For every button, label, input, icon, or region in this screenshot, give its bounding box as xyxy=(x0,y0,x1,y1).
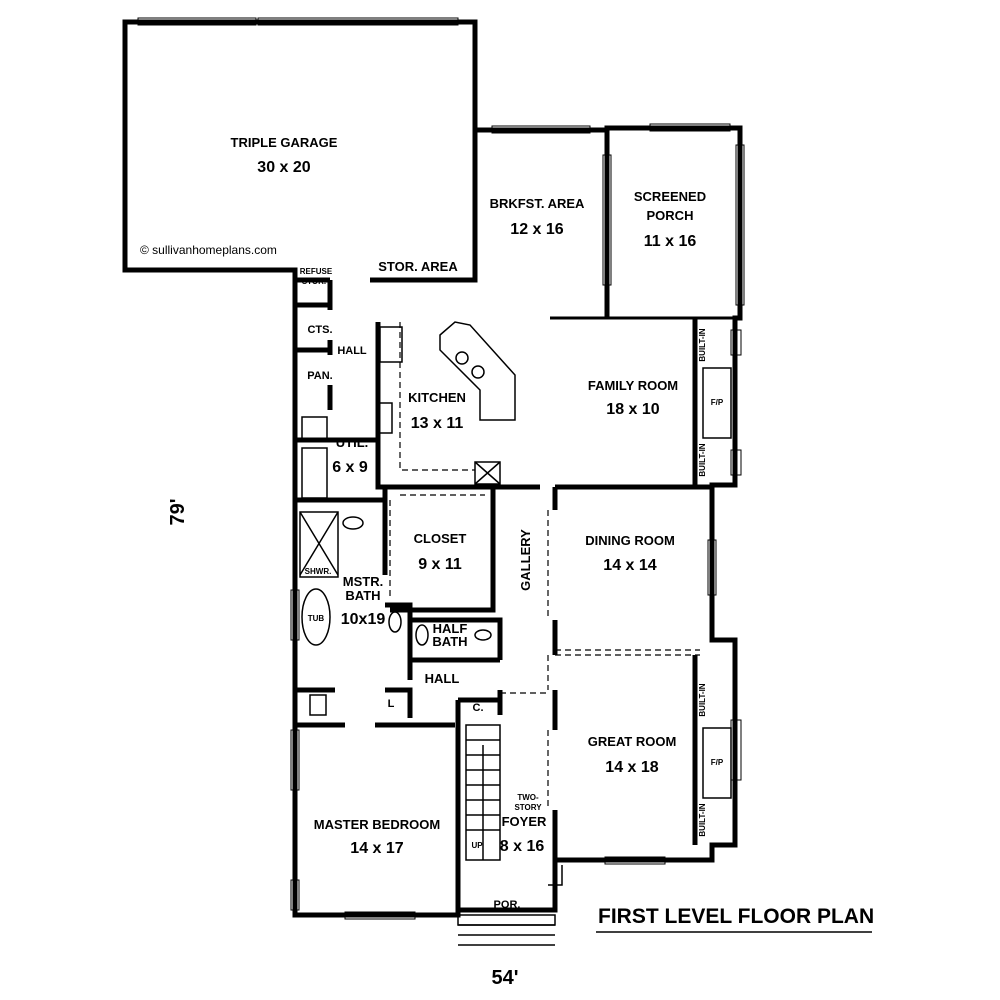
breakfast-label: BRKFST. AREA xyxy=(490,196,585,211)
closet-size: 9 x 11 xyxy=(418,556,462,573)
family-label: FAMILY ROOM xyxy=(588,378,678,393)
foyer-label-2: STORY xyxy=(514,803,542,812)
coat-label: C. xyxy=(473,702,484,714)
builtin-label: BUILT-IN xyxy=(698,803,707,836)
width-dimension: 54' xyxy=(491,967,518,989)
util-size: 6 x 9 xyxy=(332,459,368,476)
builtin-label: BUILT-IN xyxy=(698,443,707,476)
dining-label: DINING ROOM xyxy=(585,533,675,548)
hall-label: HALL xyxy=(337,345,367,357)
foyer-label-1: TWO- xyxy=(517,793,539,802)
breakfast-size: 12 x 16 xyxy=(510,221,563,238)
garage-label: TRIPLE GARAGE xyxy=(231,135,338,150)
stairs-up-label: UP xyxy=(471,841,483,850)
master-bedroom-size: 14 x 17 xyxy=(350,840,403,857)
bath-label: MSTR. xyxy=(343,574,383,589)
fireplace-label: F/P xyxy=(711,398,724,407)
storage-label: STOR. AREA xyxy=(378,259,458,274)
refuse-label: REFUSE xyxy=(300,267,333,276)
halfbath-label-2: BATH xyxy=(432,634,467,649)
interior-walls xyxy=(295,130,740,910)
fireplace-2-label: F/P xyxy=(711,758,724,767)
cts-label: CTS. xyxy=(307,324,332,336)
linen-label: L xyxy=(388,698,395,710)
kitchen-size: 13 x 11 xyxy=(411,415,464,432)
bath-size: 10x19 xyxy=(341,611,386,628)
porch-label-2: PORCH xyxy=(647,208,694,223)
util-label: UTIL. xyxy=(336,435,369,450)
great-room-size: 14 x 18 xyxy=(605,759,658,776)
master-bedroom-label: MASTER BEDROOM xyxy=(314,817,440,832)
foyer-size: 8 x 16 xyxy=(500,838,545,855)
depth-dimension: 79' xyxy=(167,498,189,525)
great-room-label: GREAT ROOM xyxy=(588,734,677,749)
garage-size: 30 x 20 xyxy=(257,159,310,176)
bath-label-2: BATH xyxy=(345,588,380,603)
dashed-openings xyxy=(389,322,700,810)
windows xyxy=(137,17,745,920)
gallery-label: GALLERY xyxy=(518,529,533,591)
tub-label: TUB xyxy=(308,614,325,623)
builtin-label: BUILT-IN xyxy=(698,683,707,716)
halfbath-label: HALF xyxy=(433,621,468,636)
porch-entry-label: POR. xyxy=(494,899,521,911)
kitchen-label: KITCHEN xyxy=(408,390,466,405)
plan-title: FIRST LEVEL FLOOR PLAN xyxy=(598,905,874,928)
copyright: © sullivanhomeplans.com xyxy=(140,243,277,257)
fixtures xyxy=(299,321,732,946)
refuse-label-2: STOR. xyxy=(302,277,326,286)
pantry-label: PAN. xyxy=(307,370,332,382)
porch-outline xyxy=(548,865,563,886)
foyer-label: FOYER xyxy=(502,814,547,829)
porch-size: 11 x 16 xyxy=(644,233,697,250)
builtin-label: BUILT-IN xyxy=(698,328,707,361)
porch-label: SCREENED xyxy=(634,189,706,204)
closet-label: CLOSET xyxy=(414,531,467,546)
exterior-wall xyxy=(122,19,743,918)
hall-2-label: HALL xyxy=(425,671,460,686)
dining-size: 14 x 14 xyxy=(603,557,656,574)
family-size: 18 x 10 xyxy=(606,401,659,418)
shower-label: SHWR. xyxy=(305,567,332,576)
